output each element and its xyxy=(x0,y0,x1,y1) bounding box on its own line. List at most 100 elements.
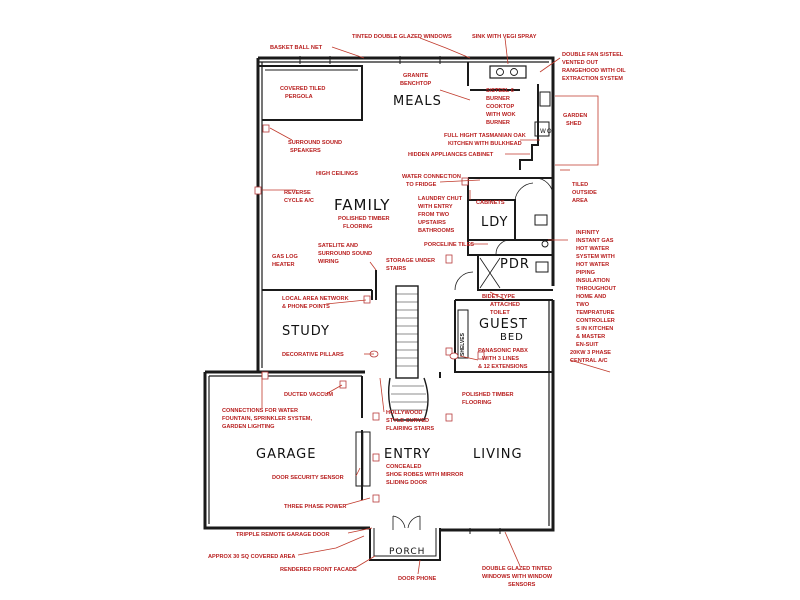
note-infinity-7: INSULATION xyxy=(576,278,610,284)
note-double-glazed-1: DOUBLE GLAZED TINTED xyxy=(482,566,552,572)
note-living-timber-1: POLISHED TIMBER xyxy=(462,392,514,398)
room-label-study: STUDY xyxy=(282,324,330,339)
note-gaslog-2: HEATER xyxy=(272,262,295,268)
note-infinity-6: PIPING xyxy=(576,270,595,276)
note-tinted-windows-top: TINTED DOUBLE GLAZED WINDOWS xyxy=(352,34,452,40)
note-basket-ball: BASKET BALL NET xyxy=(270,45,323,51)
note-door-phone: DOOR PHONE xyxy=(398,576,436,582)
note-three-phase: THREE PHASE POWER xyxy=(284,504,346,510)
fixture-markers xyxy=(254,124,485,503)
note-high-ceilings: HIGH CEILINGS xyxy=(316,171,358,177)
note-kitchen-1: FULL HIGHT TASMANIAN OAK xyxy=(444,133,526,139)
note-fan-1: DOUBLE FAN S/STEEL xyxy=(562,52,624,58)
room-label-ldy: LDY xyxy=(481,215,508,230)
note-infinity-9: HOME AND xyxy=(576,294,606,300)
note-rendered-facade: RENDERED FRONT FACADE xyxy=(280,567,357,573)
note-chute-4: UPSTAIRS xyxy=(418,220,446,226)
room-label-wo: WO xyxy=(540,128,553,135)
room-label-bed: BED xyxy=(500,332,524,343)
note-reverse-2: CYCLE A/C xyxy=(284,198,314,204)
note-connections-2: FOUNTAIN, SPRINKLER SYSTEM, xyxy=(222,416,312,422)
note-infinity-3: HOT WATER xyxy=(576,246,609,252)
note-infinity-10: TWO xyxy=(576,302,590,308)
room-label-garage: GARAGE xyxy=(256,447,316,462)
note-tiled-3: AREA xyxy=(572,198,588,204)
note-timber-1: POLISHED TIMBER xyxy=(338,216,390,222)
note-granite-1: GRANITE xyxy=(403,73,428,79)
note-infinity-15: EN-SUIT xyxy=(576,342,599,348)
room-label-porch: PORCH xyxy=(389,547,425,557)
note-robes-1: CONCEALED xyxy=(386,464,421,470)
note-ducted-vacuum: DUCTED VACCUM xyxy=(284,392,333,398)
note-infinity-8: THROUGHOUT xyxy=(576,286,617,292)
note-pabx-3: & 12 EXTENSIONS xyxy=(478,364,528,370)
room-label-guest: GUEST xyxy=(479,317,528,332)
note-infinity-5: HOT WATER xyxy=(576,262,609,268)
note-fan-4: EXTRACTION SYSTEM xyxy=(562,76,623,82)
note-cooktop-1: S/STEEL 6 xyxy=(486,88,514,94)
note-shed-1: GARDEN xyxy=(563,113,587,119)
note-timber-2: FLOORING xyxy=(343,224,373,230)
note-connections-3: GARDEN LIGHTING xyxy=(222,424,275,430)
walls xyxy=(203,56,599,561)
note-infinity-2: INSTANT GAS xyxy=(576,238,614,244)
note-hollywood-3: FLAIRING STAIRS xyxy=(386,426,434,432)
note-hollywood-2: STYLE CURVED xyxy=(386,418,429,424)
stair-treads xyxy=(396,293,418,367)
note-bidet-2: ATTACHED xyxy=(490,302,520,308)
annotations: BASKET BALL NET TINTED DOUBLE GLAZED WIN… xyxy=(208,34,626,588)
note-robes-3: SLIDING DOOR xyxy=(386,480,427,486)
note-chute-3: FROM TWO xyxy=(418,212,450,218)
note-pergola-2: PERGOLA xyxy=(285,94,313,100)
note-chute-5: BATHROOMS xyxy=(418,228,455,234)
note-speakers-1: SURROUND SOUND xyxy=(288,140,342,146)
label-shelves: SHELVES xyxy=(460,332,466,356)
note-speakers-2: SPEAKERS xyxy=(290,148,321,154)
note-tiled-1: TILED xyxy=(572,182,588,188)
note-water-1: WATER CONNECTION xyxy=(402,174,461,180)
note-tiled-2: OUTSIDE xyxy=(572,190,597,196)
note-living-timber-2: FLOORING xyxy=(462,400,492,406)
note-hollywood-1: HOLLYWOOD xyxy=(386,410,422,416)
room-labels: MEALS FAMILY STUDY GARAGE ENTRY LIVING L… xyxy=(256,94,553,557)
note-decorative-pillars: DECORATIVE PILLARS xyxy=(282,352,344,358)
note-lan-1: LOCAL AREA NETWORK xyxy=(282,296,349,302)
note-cooktop-2: BURNER xyxy=(486,96,510,102)
note-garage-door: TRIPPLE REMOTE GARAGE DOOR xyxy=(236,532,330,538)
note-granite-2: BENCHTOP xyxy=(400,81,432,87)
room-label-family: FAMILY xyxy=(334,196,390,214)
note-cooktop-3: COOKTOP xyxy=(486,104,514,110)
note-infinity-12: CONTROLLER xyxy=(576,318,615,324)
note-pabx-2: WITH 3 LINES xyxy=(482,356,519,362)
note-bidet-3: TOILET xyxy=(490,310,510,316)
note-porceline-tiles: PORCELINE TILES xyxy=(424,242,474,248)
note-satelite-3: WIRING xyxy=(318,259,339,265)
note-infinity-11: TEMPRATURE xyxy=(576,310,615,316)
note-double-glazed-2: WINDOWS WITH WINDOW xyxy=(482,574,553,580)
note-double-glazed-3: SENSORS xyxy=(508,582,536,588)
note-fan-3: RANGEHOOD WITH OIL xyxy=(562,68,626,74)
note-chute-2: WITH ENTRY xyxy=(418,204,453,210)
note-satelite-1: SATELITE AND xyxy=(318,243,358,249)
note-cabinets: CABINETS xyxy=(476,200,505,206)
room-label-pdr: PDR xyxy=(500,257,530,272)
note-infinity-4: SYSTEM WITH xyxy=(576,254,615,260)
note-chute-1: LAUNDRY CHUT xyxy=(418,196,463,202)
note-central-1: 20KW 3 PHASE xyxy=(570,350,611,356)
note-satelite-2: SURROUND SOUND xyxy=(318,251,372,257)
note-infinity-13: S IN KITCHEN xyxy=(576,326,613,332)
note-covered-area: APPROX 30 SQ COVERED AREA xyxy=(208,554,295,560)
note-cooktop-4: WITH WOK xyxy=(486,112,516,118)
room-label-entry: ENTRY xyxy=(384,447,431,462)
note-hidden-cabinet: HIDDEN APPLIANCES CABINET xyxy=(408,152,494,158)
note-shed-2: SHED xyxy=(566,121,582,127)
note-fan-2: VENTED OUT xyxy=(562,60,599,66)
note-gaslog-1: GAS LOG xyxy=(272,254,298,260)
note-cooktop-5: BURNER xyxy=(486,120,510,126)
note-storage-1: STORAGE UNDER xyxy=(386,258,435,264)
note-robes-2: SHOE ROBES WITH MIRROR xyxy=(386,472,463,478)
note-pergola-1: COVERED TILED xyxy=(280,86,325,92)
note-water-2: TO FRIDGE xyxy=(406,182,437,188)
